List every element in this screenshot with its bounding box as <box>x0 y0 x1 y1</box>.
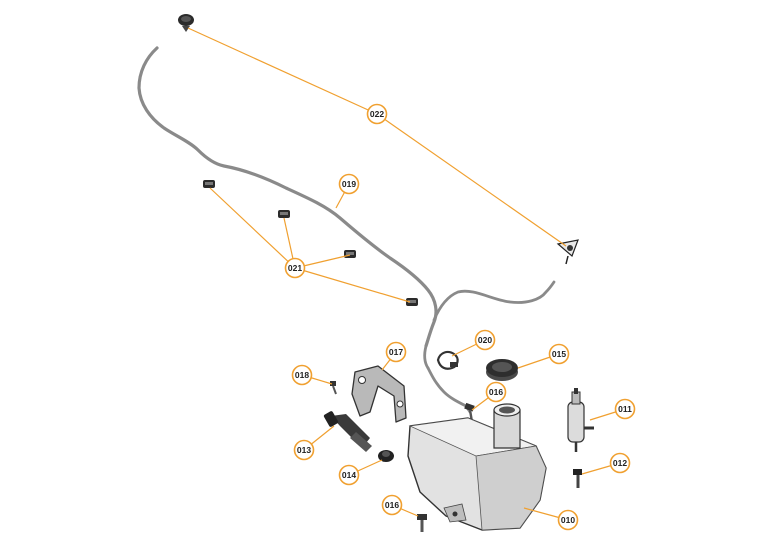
callout-022: 022 <box>366 103 388 125</box>
svg-text:020: 020 <box>478 335 492 345</box>
callout-016-upper: 016 <box>485 381 507 403</box>
washer-hose-branch <box>423 280 556 414</box>
callout-014: 014 <box>338 464 360 486</box>
hose-clip-c <box>344 250 356 258</box>
hose-clamp-part <box>436 350 459 370</box>
svg-text:011: 011 <box>618 404 632 414</box>
callout-019: 019 <box>338 173 360 195</box>
washer-hose-019 <box>137 46 438 348</box>
washer-pump-part <box>567 388 594 452</box>
screw-018-part <box>330 381 337 395</box>
svg-text:019: 019 <box>342 179 356 189</box>
leader-lines <box>187 27 626 521</box>
hose-clip-d <box>406 298 418 306</box>
callout-010: 010 <box>557 509 579 531</box>
svg-text:018: 018 <box>295 370 309 380</box>
svg-text:013: 013 <box>297 445 311 455</box>
svg-text:016: 016 <box>385 500 399 510</box>
callout-016-lower: 016 <box>381 494 403 516</box>
callout-012: 012 <box>609 452 631 474</box>
callout-017: 017 <box>385 341 407 363</box>
callout-013: 013 <box>293 439 315 461</box>
level-sensor-part <box>323 411 372 452</box>
svg-text:015: 015 <box>552 349 566 359</box>
callout-018: 018 <box>291 364 313 386</box>
reservoir-cap-part <box>486 359 518 381</box>
callout-020: 020 <box>474 329 496 351</box>
hose-clip-a <box>203 180 215 188</box>
callout-015: 015 <box>548 343 570 365</box>
svg-text:012: 012 <box>613 458 627 468</box>
reservoir-bracket-part <box>351 365 407 423</box>
grommet-part <box>178 14 194 32</box>
svg-text:010: 010 <box>561 515 575 525</box>
grommet-014-part <box>378 450 394 462</box>
washer-reservoir-part <box>407 403 547 531</box>
bolt-012-part <box>573 469 582 488</box>
hose-clip-b <box>278 210 290 218</box>
callout-011: 011 <box>614 398 636 420</box>
svg-text:017: 017 <box>389 347 403 357</box>
svg-text:021: 021 <box>288 263 302 273</box>
washer-nozzle-part <box>556 239 579 265</box>
svg-text:016: 016 <box>489 387 503 397</box>
svg-text:014: 014 <box>342 470 356 480</box>
svg-text:022: 022 <box>370 109 384 119</box>
bolt-016-lower-part <box>417 514 427 532</box>
callout-021: 021 <box>284 257 306 279</box>
